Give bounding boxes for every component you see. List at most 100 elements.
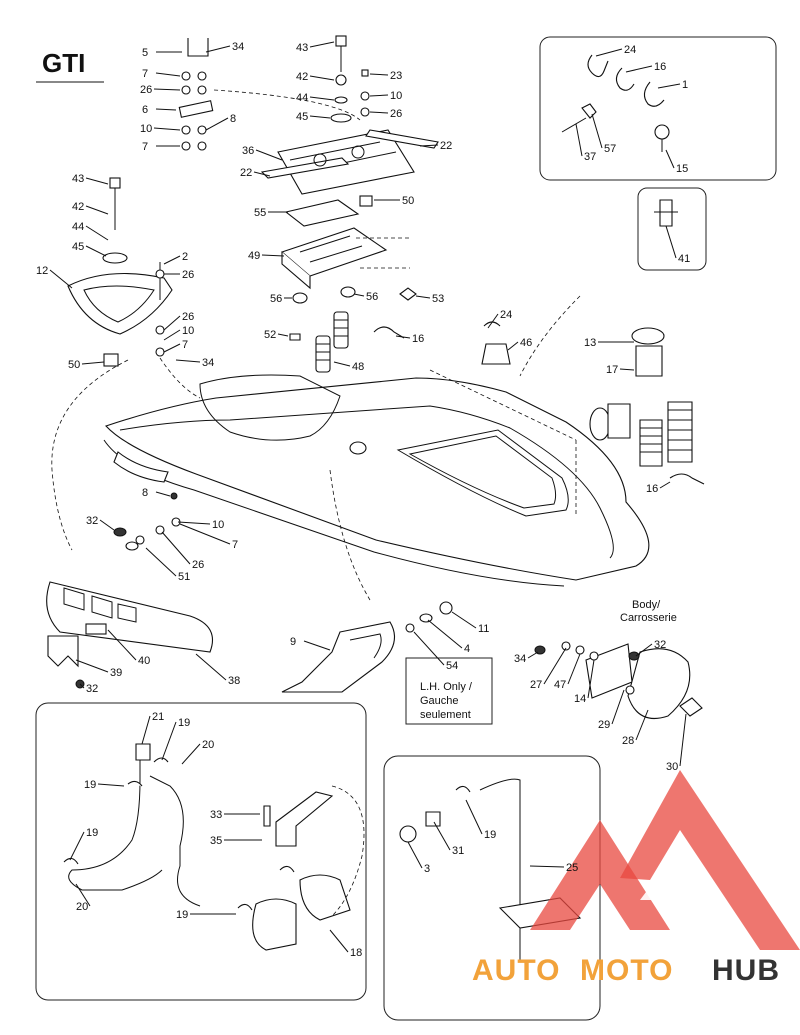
callout-leader-43 — [309, 41, 335, 48]
callout-50: 50 — [68, 359, 80, 371]
note-body-1: Body/ — [632, 599, 661, 611]
callout-34: 34 — [514, 653, 526, 665]
callout-31: 31 — [452, 845, 464, 857]
grille-40 — [46, 581, 214, 689]
callout-36: 36 — [242, 145, 254, 157]
callout-leader-18 — [329, 929, 349, 953]
callout-22: 22 — [440, 140, 452, 152]
lh-note-box — [405, 657, 493, 725]
callout-leader-39 — [75, 659, 109, 673]
note-lh-2: Gauche — [420, 695, 459, 707]
callout-leader-36 — [255, 149, 283, 161]
note-lh-1: L.H. Only / — [420, 681, 473, 693]
watermark-hub: HUB — [712, 954, 780, 987]
callout-1: 1 — [682, 79, 688, 91]
callout-26: 26 — [182, 311, 194, 323]
callout-leader-15 — [665, 149, 675, 169]
callout-57: 57 — [604, 143, 616, 155]
callout-16: 16 — [654, 61, 666, 73]
callout-8: 8 — [142, 487, 148, 499]
callout-49: 49 — [248, 250, 260, 262]
clip-41-box — [637, 187, 707, 271]
callout-leader-6 — [155, 108, 177, 111]
callout-leader-56 — [353, 293, 365, 297]
callout-40: 40 — [138, 655, 150, 667]
callout-33: 33 — [210, 809, 222, 821]
callout-32: 32 — [654, 639, 666, 651]
callout-2: 2 — [182, 251, 188, 263]
callout-leader-34 — [175, 359, 201, 363]
callout-leader-22 — [419, 144, 439, 147]
callout-44: 44 — [72, 221, 84, 233]
callout-56: 56 — [366, 291, 378, 303]
callout-6: 6 — [142, 104, 148, 116]
callout-44: 44 — [296, 92, 308, 104]
callout-7: 7 — [182, 339, 188, 351]
callout-leader-22 — [253, 171, 271, 177]
callout-26: 26 — [182, 269, 194, 281]
callout-26: 26 — [390, 108, 402, 120]
mounting-plate — [260, 129, 439, 195]
callout-leader-12 — [49, 269, 73, 289]
callout-leader-52 — [277, 333, 289, 337]
callout-leader-16 — [625, 65, 653, 73]
callout-leader-7 — [163, 343, 181, 353]
callout-leader-53 — [415, 295, 431, 299]
callout-7: 7 — [232, 539, 238, 551]
callout-29: 29 — [598, 719, 610, 731]
callout-leader-19 — [97, 783, 125, 787]
model-title: GTI — [42, 48, 85, 78]
callout-19: 19 — [176, 909, 188, 921]
callout-56: 56 — [270, 293, 282, 305]
nut-56a — [292, 292, 308, 304]
duct-9 — [281, 621, 396, 693]
callout-leader-51 — [145, 547, 177, 577]
vent-13-17 — [589, 327, 705, 485]
callout-51: 51 — [178, 571, 190, 583]
callout-17: 17 — [606, 364, 618, 376]
note-lh-3: seulement — [420, 709, 471, 721]
callout-34: 34 — [232, 41, 244, 53]
callout-18: 18 — [350, 947, 362, 959]
callout-leader-11 — [451, 611, 477, 629]
callout-55: 55 — [254, 207, 266, 219]
callout-leader-41 — [665, 225, 677, 259]
hose-box-left — [35, 702, 367, 1001]
callout-19: 19 — [178, 717, 190, 729]
callout-leader-19 — [161, 721, 177, 761]
callout-48: 48 — [352, 361, 364, 373]
callout-19: 19 — [84, 779, 96, 791]
hardware-4-11 — [405, 601, 453, 633]
callout-52: 52 — [264, 329, 276, 341]
callout-leader-43 — [85, 177, 109, 185]
top-bracket-assembly — [178, 38, 214, 151]
callout-leader-8 — [155, 491, 171, 497]
gasket-55 — [284, 199, 360, 227]
callout-leader-29 — [611, 689, 625, 725]
callout-leader-26 — [161, 531, 191, 565]
callout-14: 14 — [574, 693, 586, 705]
callout-leader-7 — [155, 72, 181, 77]
callout-leader-24 — [595, 48, 623, 57]
springs-48 — [315, 311, 349, 373]
callout-leader-38 — [195, 653, 227, 681]
steering-support — [280, 227, 388, 290]
callout-leader-7 — [179, 523, 231, 545]
callout-leader-47 — [567, 653, 581, 685]
callout-38: 38 — [228, 675, 240, 687]
callout-leader-48 — [333, 361, 351, 367]
callout-leader-19 — [465, 799, 483, 835]
callout-leader-32 — [99, 519, 115, 531]
nut-56b — [340, 286, 356, 298]
callout-leader-21 — [141, 715, 151, 745]
callout-leader-1 — [657, 83, 681, 89]
callout-4: 4 — [464, 643, 470, 655]
callout-34: 34 — [202, 357, 214, 369]
callout-12: 12 — [36, 265, 48, 277]
callout-23: 23 — [390, 70, 402, 82]
callout-leader-26 — [369, 111, 389, 114]
callout-leader-34 — [205, 45, 231, 53]
hull-body — [103, 374, 650, 587]
callout-leader-40 — [107, 629, 137, 661]
